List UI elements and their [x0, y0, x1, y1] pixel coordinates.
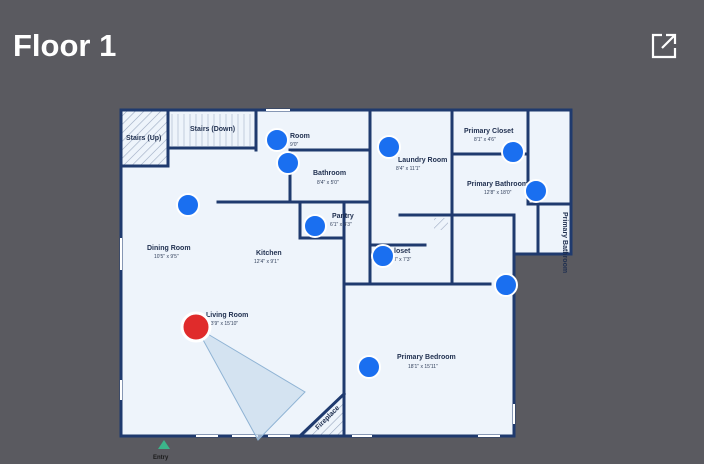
room-dim-primary-bedroom: 18'1" x 15'11"	[408, 364, 438, 370]
fireplace-hatch	[434, 218, 448, 230]
room-label-laundry-room: Laundry Room	[398, 157, 447, 164]
room-dim-laundry-room: 8'4" x 11'1"	[396, 166, 420, 172]
entry-marker-icon[interactable]	[158, 440, 170, 449]
room-label-kitchen: Kitchen	[256, 250, 282, 257]
room-dim-pantry: 6'1" x 4'3"	[330, 222, 352, 228]
room-dim-kitchen: 12'4" x 9'1"	[254, 259, 279, 265]
room-dim-powder-room: 9'0"	[290, 142, 299, 148]
view-cone	[194, 325, 306, 441]
room-label-primary-closet: Primary Closet	[464, 128, 514, 135]
room-label-stairs-down: Stairs (Down)	[190, 126, 235, 133]
entry-label: Entry	[153, 455, 169, 461]
room-dim-dining-room: 10'5" x 9'5"	[154, 254, 179, 260]
viewpoint-pin-pantry[interactable]	[303, 214, 327, 238]
viewpoint-pin-powder-room[interactable]	[265, 128, 289, 152]
viewpoint-pin-bathroom[interactable]	[276, 151, 300, 175]
room-label-primary-bathroom-2: Primary Bathroom	[561, 212, 568, 273]
viewpoint-pin-primary-closet[interactable]	[501, 140, 525, 164]
room-dim-bathroom: 8'4" x 5'0"	[317, 180, 339, 186]
viewpoint-pin-hallway[interactable]	[494, 273, 518, 297]
room-label-powder-room: Room	[290, 133, 310, 140]
room-dim-living-room: 13'9" x 15'10"	[208, 321, 238, 327]
room-label-dining-room: Dining Room	[147, 245, 191, 252]
stairs-up-area	[122, 111, 168, 166]
room-dim-closet: 7' x 7'3"	[394, 257, 412, 263]
room-dim-primary-bathroom: 12'8" x 18'0"	[484, 190, 512, 196]
room-label-closet: loset	[394, 248, 411, 255]
viewpoint-pin-primary-bathroom[interactable]	[524, 179, 548, 203]
viewpoint-pin-primary-bedroom[interactable]	[357, 355, 381, 379]
viewpoint-pins	[176, 128, 548, 379]
viewpoint-pin-dining-room[interactable]	[176, 193, 200, 217]
viewpoint-pin-laundry-room[interactable]	[377, 135, 401, 159]
current-viewpoint-pin-living-room[interactable]	[180, 311, 212, 343]
room-label-bathroom: Bathroom	[313, 170, 346, 177]
windows	[120, 109, 515, 437]
room-label-pantry: Pantry	[332, 213, 354, 220]
room-label-living-room: Living Room	[206, 312, 248, 319]
viewpoint-pin-closet[interactable]	[371, 244, 395, 268]
external-link-icon[interactable]	[648, 30, 680, 62]
floor-title: Floor 1	[13, 28, 117, 63]
room-label-primary-bathroom: Primary Bathroom	[467, 181, 528, 188]
room-label-primary-bedroom: Primary Bedroom	[397, 354, 456, 361]
stairs-down-treads	[171, 114, 251, 146]
room-dim-primary-closet: 8'1" x 4'6"	[474, 137, 496, 143]
room-label-stairs-up: Stairs (Up)	[126, 135, 161, 142]
